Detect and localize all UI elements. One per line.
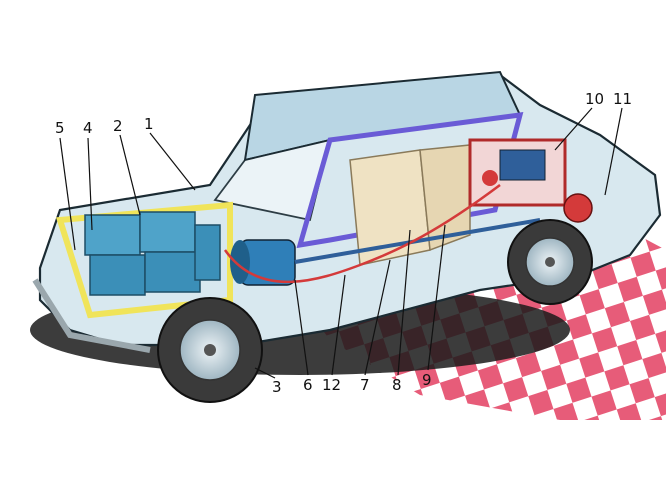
front-bumper <box>32 278 151 353</box>
windshield <box>213 138 332 222</box>
callout-2: 2 <box>113 117 123 135</box>
callout-7: 7 <box>360 376 370 394</box>
wheel-icon <box>157 297 263 403</box>
callout-12: 12 <box>322 376 341 394</box>
callout-11: 11 <box>613 90 632 108</box>
leader-lines <box>59 107 623 379</box>
rear-brake <box>563 193 593 223</box>
rear-wheel <box>507 219 593 305</box>
callout-4: 4 <box>83 119 93 137</box>
drive-shaft <box>294 218 541 264</box>
callout-1: 1 <box>144 115 154 133</box>
power-cable <box>223 183 501 284</box>
callout-9: 9 <box>422 371 432 389</box>
callout-6: 6 <box>303 376 313 394</box>
battery-pack-icon <box>84 211 221 296</box>
callout-8: 8 <box>392 376 402 394</box>
rear-component <box>482 170 498 186</box>
callout-5: 5 <box>55 119 65 137</box>
rear-seat <box>419 144 471 252</box>
controller-box-icon <box>499 149 546 181</box>
front-seat <box>349 149 431 266</box>
battery-frame <box>56 201 233 319</box>
callout-10: 10 <box>585 90 604 108</box>
callout-3: 3 <box>272 378 282 396</box>
